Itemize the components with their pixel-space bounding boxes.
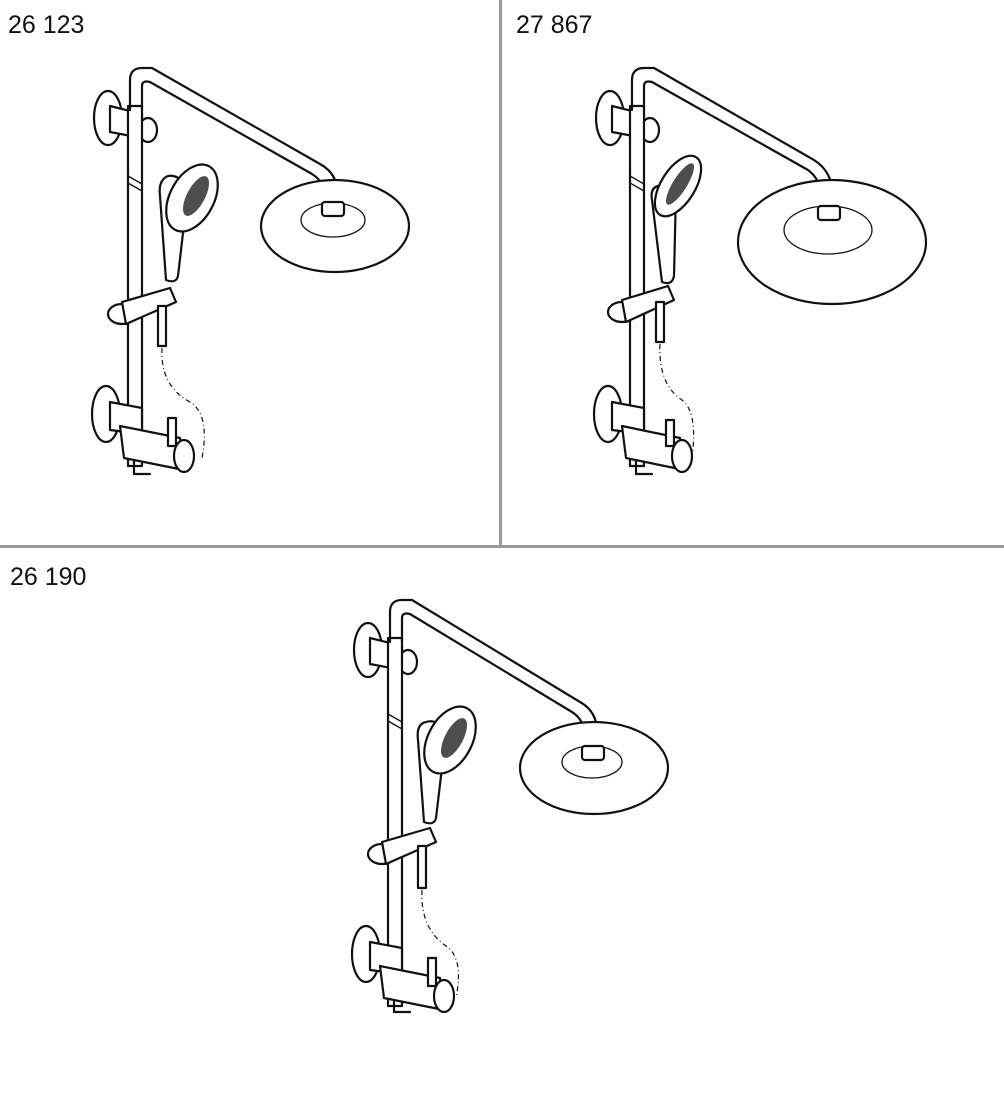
shower-system-drawing xyxy=(592,66,928,476)
vertical-divider xyxy=(499,0,502,545)
horizontal-divider xyxy=(0,545,1004,548)
riser-rail xyxy=(126,104,144,468)
mixer-handle xyxy=(172,438,196,474)
hose-connector xyxy=(654,300,666,344)
slider-holder xyxy=(380,826,438,866)
head-shower xyxy=(518,720,670,816)
hose xyxy=(659,343,695,459)
product-panel-26123: 26 123 xyxy=(0,0,499,545)
product-code: 26 123 xyxy=(8,11,85,39)
hose-connector xyxy=(156,304,168,348)
mixer-handle xyxy=(432,978,456,1014)
product-panel-27867: 27 867 xyxy=(502,0,1004,545)
diverter-lever xyxy=(664,418,676,448)
product-panel-26190: 26 190 xyxy=(0,548,1004,1093)
shower-system-drawing xyxy=(350,598,670,1014)
slider-holder xyxy=(620,284,676,324)
riser-rail xyxy=(386,636,404,1008)
riser-rail xyxy=(628,104,646,468)
slider-holder xyxy=(120,286,178,326)
diverter-lever xyxy=(426,956,438,988)
hose xyxy=(161,347,205,459)
mixer-handle xyxy=(670,438,694,474)
shower-system-drawing xyxy=(90,66,411,476)
diverter-lever xyxy=(166,416,178,448)
head-shower xyxy=(736,178,928,306)
product-code: 26 190 xyxy=(10,563,87,591)
product-code: 27 867 xyxy=(516,11,593,39)
hose-connector xyxy=(416,844,428,890)
head-shower xyxy=(259,178,411,274)
hose xyxy=(421,889,459,999)
